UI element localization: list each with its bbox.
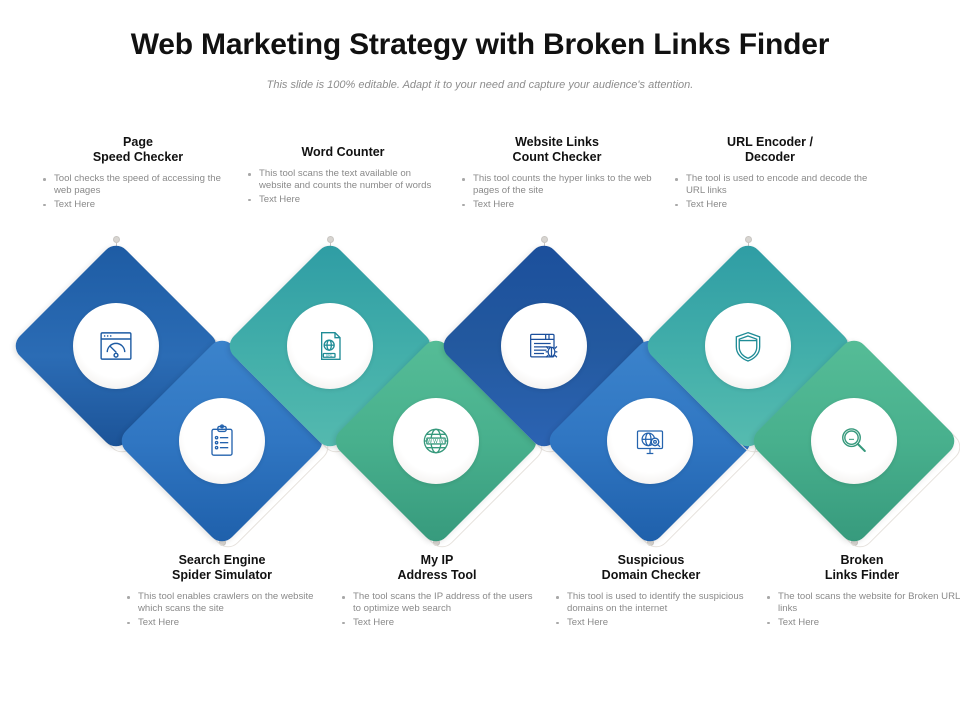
document-url-globe-icon: URL bbox=[310, 326, 350, 366]
webpage-bug-icon bbox=[524, 326, 564, 366]
list-item: Text Here bbox=[337, 617, 537, 629]
icon-circle bbox=[501, 303, 587, 389]
clipboard-checklist-icon bbox=[202, 421, 242, 461]
icon-circle bbox=[607, 398, 693, 484]
item-bullets: This tool is used to identify the suspic… bbox=[551, 591, 751, 629]
text-block-word-counter: Word Counter This tool scans the text av… bbox=[243, 145, 443, 207]
list-item: This tool scans the text available on we… bbox=[243, 168, 443, 193]
diamond-website-links-count-checker[interactable] bbox=[437, 239, 657, 459]
item-bullets: This tool counts the hyper links to the … bbox=[457, 173, 657, 211]
item-heading: Page Speed Checker bbox=[92, 135, 184, 164]
text-block-search-engine-spider-simulator: Search Engine Spider Simulator This tool… bbox=[122, 553, 322, 630]
item-heading: Search Engine Spider Simulator bbox=[171, 553, 273, 582]
magnifier-icon bbox=[834, 421, 874, 461]
diamond-my-ip-address-tool[interactable]: WWW bbox=[329, 334, 549, 554]
item-bullets: This tool scans the text available on we… bbox=[243, 168, 443, 206]
item-bullets: The tool scans the IP address of the use… bbox=[337, 591, 537, 629]
diamond-suspicious-domain-checker[interactable] bbox=[543, 334, 763, 554]
text-block-broken-links-finder: Broken Links Finder The tool scans the w… bbox=[762, 553, 960, 630]
item-bullets: This tool enables crawlers on the websit… bbox=[122, 591, 322, 629]
icon-circle bbox=[73, 303, 159, 389]
list-item: This tool counts the hyper links to the … bbox=[457, 173, 657, 198]
text-block-suspicious-domain-checker: Suspicious Domain Checker This tool is u… bbox=[551, 553, 751, 630]
list-item: The tool scans the website for Broken UR… bbox=[762, 591, 960, 616]
text-block-my-ip-address-tool: My IP Address Tool The tool scans the IP… bbox=[337, 553, 537, 630]
diamond-page-speed-checker[interactable] bbox=[9, 239, 229, 459]
icon-circle bbox=[811, 398, 897, 484]
connector-knob bbox=[541, 236, 548, 243]
shield-icon bbox=[728, 326, 768, 366]
text-block-page-speed-checker: Page Speed Checker Tool checks the speed… bbox=[38, 135, 238, 212]
connector-knob bbox=[745, 236, 752, 243]
page-subtitle: This slide is 100% editable. Adapt it to… bbox=[266, 79, 694, 91]
www-globe-icon: WWW bbox=[416, 421, 456, 461]
list-item: This tool enables crawlers on the websit… bbox=[122, 591, 322, 616]
icon-circle: URL bbox=[287, 303, 373, 389]
page-title: Web Marketing Strategy with Broken Links… bbox=[130, 28, 830, 61]
list-item: Text Here bbox=[243, 194, 443, 206]
icon-circle bbox=[705, 303, 791, 389]
list-item: Text Here bbox=[551, 617, 751, 629]
icon-circle: WWW bbox=[393, 398, 479, 484]
text-block-website-links-count-checker: Website Links Count Checker This tool co… bbox=[457, 135, 657, 212]
diamond-search-engine-spider-simulator[interactable] bbox=[115, 334, 335, 554]
svg-text:URL: URL bbox=[326, 354, 333, 358]
list-item: The tool scans the IP address of the use… bbox=[337, 591, 537, 616]
icon-circle bbox=[179, 398, 265, 484]
item-bullets: Tool checks the speed of accessing the w… bbox=[38, 173, 238, 211]
connector-knob bbox=[113, 236, 120, 243]
item-heading: Word Counter bbox=[301, 145, 385, 159]
browser-speedometer-icon bbox=[95, 325, 137, 367]
item-heading: URL Encoder / Decoder bbox=[727, 135, 813, 164]
list-item: Text Here bbox=[762, 617, 960, 629]
item-heading: Website Links Count Checker bbox=[512, 135, 602, 164]
svg-text:WWW: WWW bbox=[427, 439, 444, 445]
list-item: The tool is used to encode and decode th… bbox=[670, 173, 870, 198]
connector-knob bbox=[327, 236, 334, 243]
item-heading: My IP Address Tool bbox=[397, 553, 477, 582]
list-item: Text Here bbox=[38, 199, 238, 211]
text-block-url-encoder-decoder: URL Encoder / Decoder The tool is used t… bbox=[670, 135, 870, 212]
list-item: Text Here bbox=[457, 199, 657, 211]
item-heading: Broken Links Finder bbox=[824, 553, 900, 582]
item-bullets: The tool scans the website for Broken UR… bbox=[762, 591, 960, 629]
list-item: Text Here bbox=[670, 199, 870, 211]
diamond-word-counter[interactable]: URL bbox=[223, 239, 443, 459]
diamond-url-encoder-decoder[interactable] bbox=[641, 239, 861, 459]
list-item: Text Here bbox=[122, 617, 322, 629]
list-item: This tool is used to identify the suspic… bbox=[551, 591, 751, 616]
list-item: Tool checks the speed of accessing the w… bbox=[38, 173, 238, 198]
item-bullets: The tool is used to encode and decode th… bbox=[670, 173, 870, 211]
monitor-globe-search-icon bbox=[630, 421, 670, 461]
diamond-broken-links-finder[interactable] bbox=[747, 334, 960, 554]
item-heading: Suspicious Domain Checker bbox=[601, 553, 701, 582]
